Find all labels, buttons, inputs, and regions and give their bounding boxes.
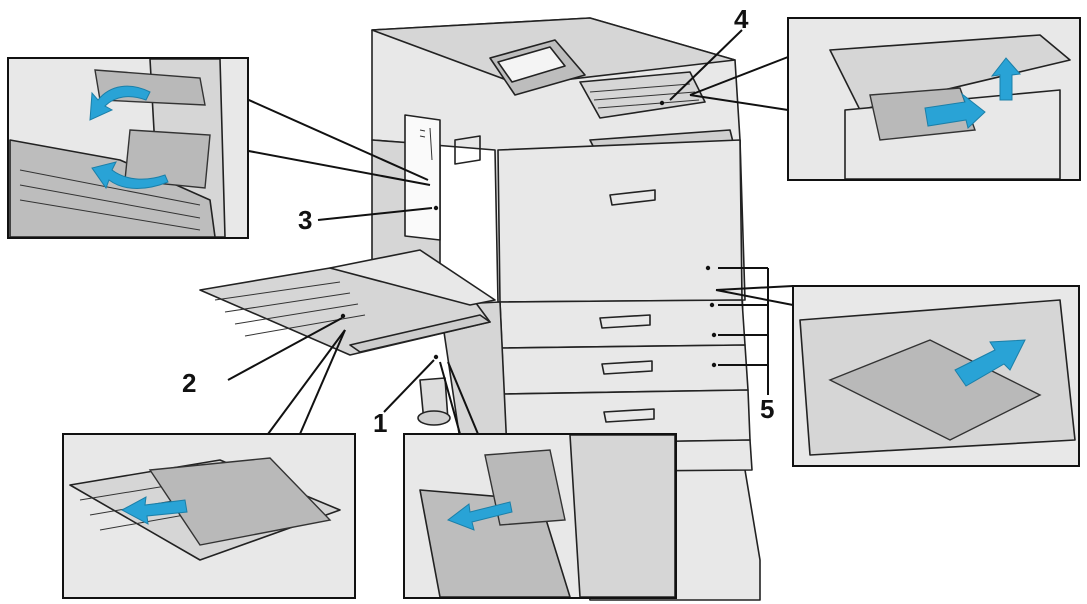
blue-direction-arrow	[89, 85, 151, 121]
blue-direction-arrow	[446, 501, 513, 531]
blue-direction-arrow	[91, 161, 169, 190]
callout-3: 3	[298, 205, 312, 235]
callout-labels: 1 2 3 4 5	[182, 4, 774, 438]
callout-4: 4	[734, 4, 749, 34]
inset-bypass-tray	[62, 433, 356, 599]
blue-direction-arrow	[120, 496, 188, 525]
inset-lower-door	[403, 433, 677, 599]
callout-2: 2	[182, 368, 196, 398]
callout-1: 1	[373, 408, 387, 438]
jammed-paper	[124, 129, 211, 189]
callout-5: 5	[760, 394, 774, 424]
inset-left-door	[7, 57, 249, 239]
inset-paper-tray	[792, 285, 1080, 467]
blue-direction-arrow	[924, 92, 986, 129]
inset-output-tray	[787, 17, 1081, 181]
blue-direction-arrow	[954, 339, 1026, 387]
leader-lines	[221, 29, 794, 435]
jammed-paper	[869, 87, 976, 141]
blue-direction-arrow	[990, 57, 1021, 101]
jammed-paper	[148, 457, 332, 546]
jammed-paper	[828, 339, 1042, 441]
